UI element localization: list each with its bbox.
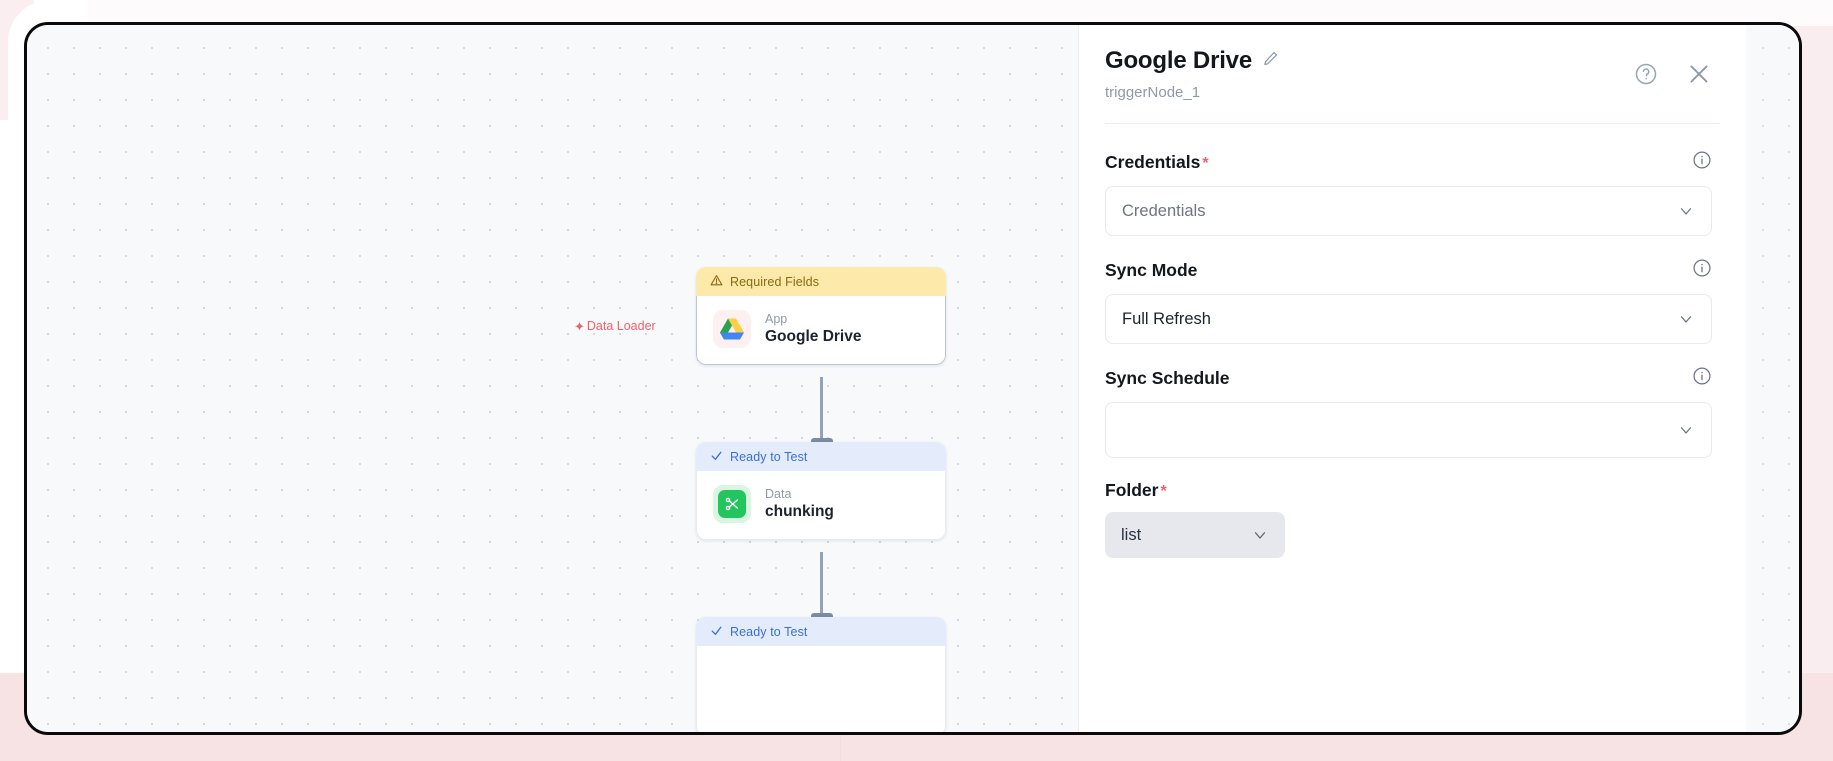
check-icon: [710, 624, 723, 640]
flow-node-chunking[interactable]: Ready to Test Data chunking: [696, 442, 946, 540]
folder-mode-select[interactable]: list: [1105, 512, 1285, 558]
field-label-wrap: Folder*: [1105, 480, 1167, 501]
panel-actions: [1634, 61, 1712, 87]
info-icon[interactable]: [1692, 366, 1712, 391]
field-credentials: Credentials* Credentials: [1105, 150, 1712, 236]
required-marker: *: [1202, 155, 1209, 172]
panel-header: Google Drive triggerNode_1: [1079, 25, 1746, 101]
backdrop-strip-2: [392, 0, 1020, 26]
google-drive-icon: [713, 310, 751, 348]
field-label-wrap: Credentials*: [1105, 152, 1209, 173]
node-title: Google Drive: [765, 328, 862, 345]
field-label: Folder: [1105, 480, 1159, 500]
node-body[interactable]: Data chunking: [696, 471, 946, 540]
chunking-icon: [713, 485, 751, 523]
node-status-badge: Ready to Test: [696, 442, 946, 471]
info-icon[interactable]: [1692, 258, 1712, 283]
field-label: Sync Mode: [1105, 260, 1198, 280]
node-body[interactable]: App Google Drive: [696, 296, 946, 365]
field-label: Credentials: [1105, 152, 1201, 172]
chevron-down-icon: [1251, 526, 1269, 544]
node-text-block: Data chunking: [765, 487, 834, 521]
node-status-label: Required Fields: [730, 274, 820, 289]
help-circle-icon[interactable]: [1634, 62, 1658, 86]
app-viewport-frame: ✦ Data Loader Required Fields: [24, 22, 1802, 735]
warning-triangle-icon: [710, 274, 723, 290]
close-icon[interactable]: [1686, 61, 1712, 87]
panel-title-row: Google Drive: [1105, 47, 1712, 75]
credentials-select-value: Credentials: [1122, 201, 1206, 220]
node-connector-1: [820, 377, 823, 449]
page-title: Google Drive: [1105, 47, 1252, 74]
node-kicker: Data: [765, 487, 792, 501]
chevron-down-icon: [1677, 421, 1695, 439]
check-icon: [710, 449, 723, 465]
node-connector-2: [820, 552, 823, 624]
info-icon[interactable]: [1692, 150, 1712, 175]
node-title: chunking: [765, 503, 834, 520]
flow-canvas-right-sliver: [1746, 25, 1799, 732]
field-label-row: Sync Mode: [1105, 258, 1712, 283]
field-folder: Folder* list: [1105, 480, 1712, 558]
folder-mode-value: list: [1121, 525, 1142, 544]
field-label-row: Credentials*: [1105, 150, 1712, 175]
node-config-form: Credentials* Credentials: [1079, 124, 1746, 558]
sync-mode-select[interactable]: Full Refresh: [1105, 294, 1712, 344]
field-label: Sync Schedule: [1105, 368, 1230, 388]
backdrop-strip-3: [1019, 0, 1644, 26]
edge-tag-data-loader[interactable]: ✦ Data Loader: [574, 319, 656, 333]
sync-schedule-select[interactable]: [1105, 402, 1712, 458]
backdrop-strip-4: [1643, 0, 1833, 26]
node-text-block: App Google Drive: [765, 312, 861, 346]
node-status-badge: Required Fields: [696, 267, 946, 296]
required-marker: *: [1160, 483, 1167, 500]
field-label-row: Folder*: [1105, 480, 1712, 501]
pencil-icon[interactable]: [1262, 50, 1279, 72]
field-label-wrap: Sync Schedule: [1105, 368, 1232, 389]
node-status-badge: Ready to Test: [696, 617, 946, 646]
chevron-down-icon: [1677, 202, 1695, 220]
field-label-row: Sync Schedule: [1105, 366, 1712, 391]
node-body[interactable]: [696, 646, 946, 732]
flow-node-google-drive[interactable]: Required Fields App Google Drive: [696, 267, 946, 365]
node-config-panel: Google Drive triggerNode_1: [1078, 25, 1746, 732]
panel-divider: [1105, 123, 1720, 124]
node-status-label: Ready to Test: [730, 449, 808, 464]
credentials-select[interactable]: Credentials: [1105, 186, 1712, 236]
field-label-wrap: Sync Mode: [1105, 260, 1199, 281]
flow-node-partial[interactable]: Ready to Test: [696, 617, 946, 732]
panel-subtitle: triggerNode_1: [1105, 84, 1201, 101]
field-sync-schedule: Sync Schedule: [1105, 366, 1712, 458]
node-status-label: Ready to Test: [730, 624, 808, 639]
backdrop-strip-1: [80, 0, 393, 26]
sparkle-icon: ✦: [574, 318, 585, 334]
edge-tag-label: Data Loader: [586, 319, 656, 333]
field-sync-mode: Sync Mode Full Refresh: [1105, 258, 1712, 344]
sync-mode-select-value: Full Refresh: [1122, 309, 1211, 328]
chevron-down-icon: [1677, 310, 1695, 328]
node-kicker: App: [765, 312, 788, 326]
